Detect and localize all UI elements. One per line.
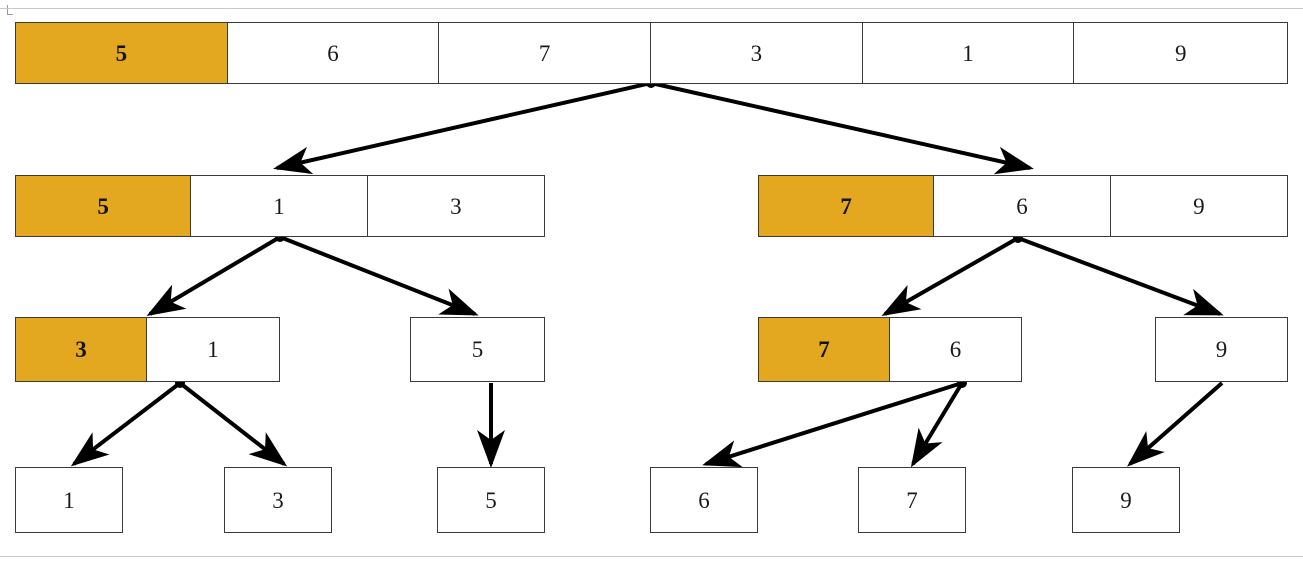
array-cell-value: 5 (97, 193, 109, 219)
array-cell[interactable]: 9 (1074, 23, 1288, 83)
array-cell[interactable]: 3 (225, 468, 331, 532)
array-cell[interactable]: 5 (411, 318, 544, 381)
array-cell-value: 3 (272, 487, 284, 513)
array-node-l2-d[interactable]: 9 (1155, 317, 1288, 382)
edge-l1left-to-l2a (146, 235, 282, 317)
array-cell[interactable]: 1 (191, 176, 368, 236)
edge-l2c-to-l3d (702, 381, 963, 468)
array-cell-value: 6 (1016, 193, 1028, 219)
array-cell[interactable]: 1 (147, 318, 279, 381)
array-cell[interactable]: 1 (862, 23, 1075, 83)
array-cell[interactable]: 5 (16, 176, 192, 236)
array-cell-value: 5 (485, 487, 497, 513)
array-node-l3-c[interactable]: 5 (437, 467, 545, 533)
array-cell[interactable]: 3 (367, 176, 544, 236)
array-cell[interactable]: 7 (859, 468, 965, 532)
array-cell-value: 3 (750, 40, 763, 66)
array-cell-value: 7 (818, 337, 830, 362)
corner-crop-mark (7, 5, 13, 15)
page-rule-bottom (0, 556, 1303, 557)
array-cell[interactable]: 6 (651, 468, 757, 532)
array-cell[interactable]: 7 (439, 23, 652, 83)
array-cell[interactable]: 9 (1110, 176, 1287, 236)
array-cell-value: 6 (327, 40, 339, 66)
array-cell[interactable]: 3 (651, 23, 863, 83)
array-cell[interactable]: 7 (759, 318, 890, 381)
array-cell-value: 9 (1193, 193, 1205, 219)
edge-root-to-l1-right (650, 81, 1034, 175)
array-cell-value: 6 (698, 487, 710, 513)
array-cell[interactable]: 7 (759, 176, 935, 236)
array-node-l1-left[interactable]: 5 1 3 (15, 175, 545, 237)
array-node-l1-right[interactable]: 7 6 9 (758, 175, 1288, 237)
array-node-root[interactable]: 5 6 7 3 1 9 (15, 22, 1288, 84)
edge-l1right-to-l2c (881, 236, 1019, 316)
array-cell[interactable]: 5 (438, 468, 544, 532)
array-cell-value: 5 (471, 337, 484, 362)
array-cell[interactable]: 6 (890, 318, 1021, 381)
array-cell-value: 9 (1120, 487, 1132, 513)
array-cell-value: 1 (207, 337, 219, 362)
array-cell-value: 7 (840, 193, 852, 219)
array-cell[interactable]: 9 (1073, 468, 1179, 532)
edge-l1right-to-l2d (1017, 236, 1224, 316)
array-cell-value: 1 (63, 487, 75, 513)
array-cell[interactable]: 3 (16, 318, 147, 381)
array-node-l3-e[interactable]: 7 (858, 467, 966, 533)
array-cell-value: 9 (1215, 337, 1228, 362)
array-cell-value: 9 (1174, 40, 1187, 66)
array-cell[interactable]: 1 (16, 468, 122, 532)
array-cell-value: 7 (538, 40, 551, 66)
array-node-l3-f[interactable]: 9 (1072, 467, 1180, 533)
edge-root-to-l1-left (273, 81, 652, 175)
array-node-l3-d[interactable]: 6 (650, 467, 758, 533)
array-cell-value: 1 (273, 193, 285, 219)
array-cell-value: 1 (962, 40, 974, 66)
array-cell-value: 6 (949, 337, 962, 362)
page-rule-top (0, 8, 1303, 9)
array-cell-value: 3 (450, 193, 462, 219)
edge-group (70, 81, 1224, 468)
array-node-l2-b[interactable]: 5 (410, 317, 545, 382)
edge-l2c-to-l3e (910, 381, 964, 468)
array-cell-value: 7 (906, 487, 918, 513)
array-cell[interactable]: 5 (16, 23, 228, 83)
edge-l1left-to-l2b (279, 235, 479, 316)
array-cell[interactable]: 9 (1156, 318, 1287, 381)
array-cell[interactable]: 6 (934, 176, 1111, 236)
array-cell-value: 5 (115, 40, 128, 66)
array-node-l3-a[interactable]: 1 (15, 467, 123, 533)
array-cell-value: 3 (75, 337, 87, 362)
edge-l2d-to-l3f (1126, 381, 1224, 467)
array-cell[interactable]: 6 (227, 23, 440, 83)
edge-l2a-to-l3a (70, 381, 182, 467)
edge-l2a-to-l3b (178, 381, 288, 467)
array-node-l3-b[interactable]: 3 (224, 467, 332, 533)
